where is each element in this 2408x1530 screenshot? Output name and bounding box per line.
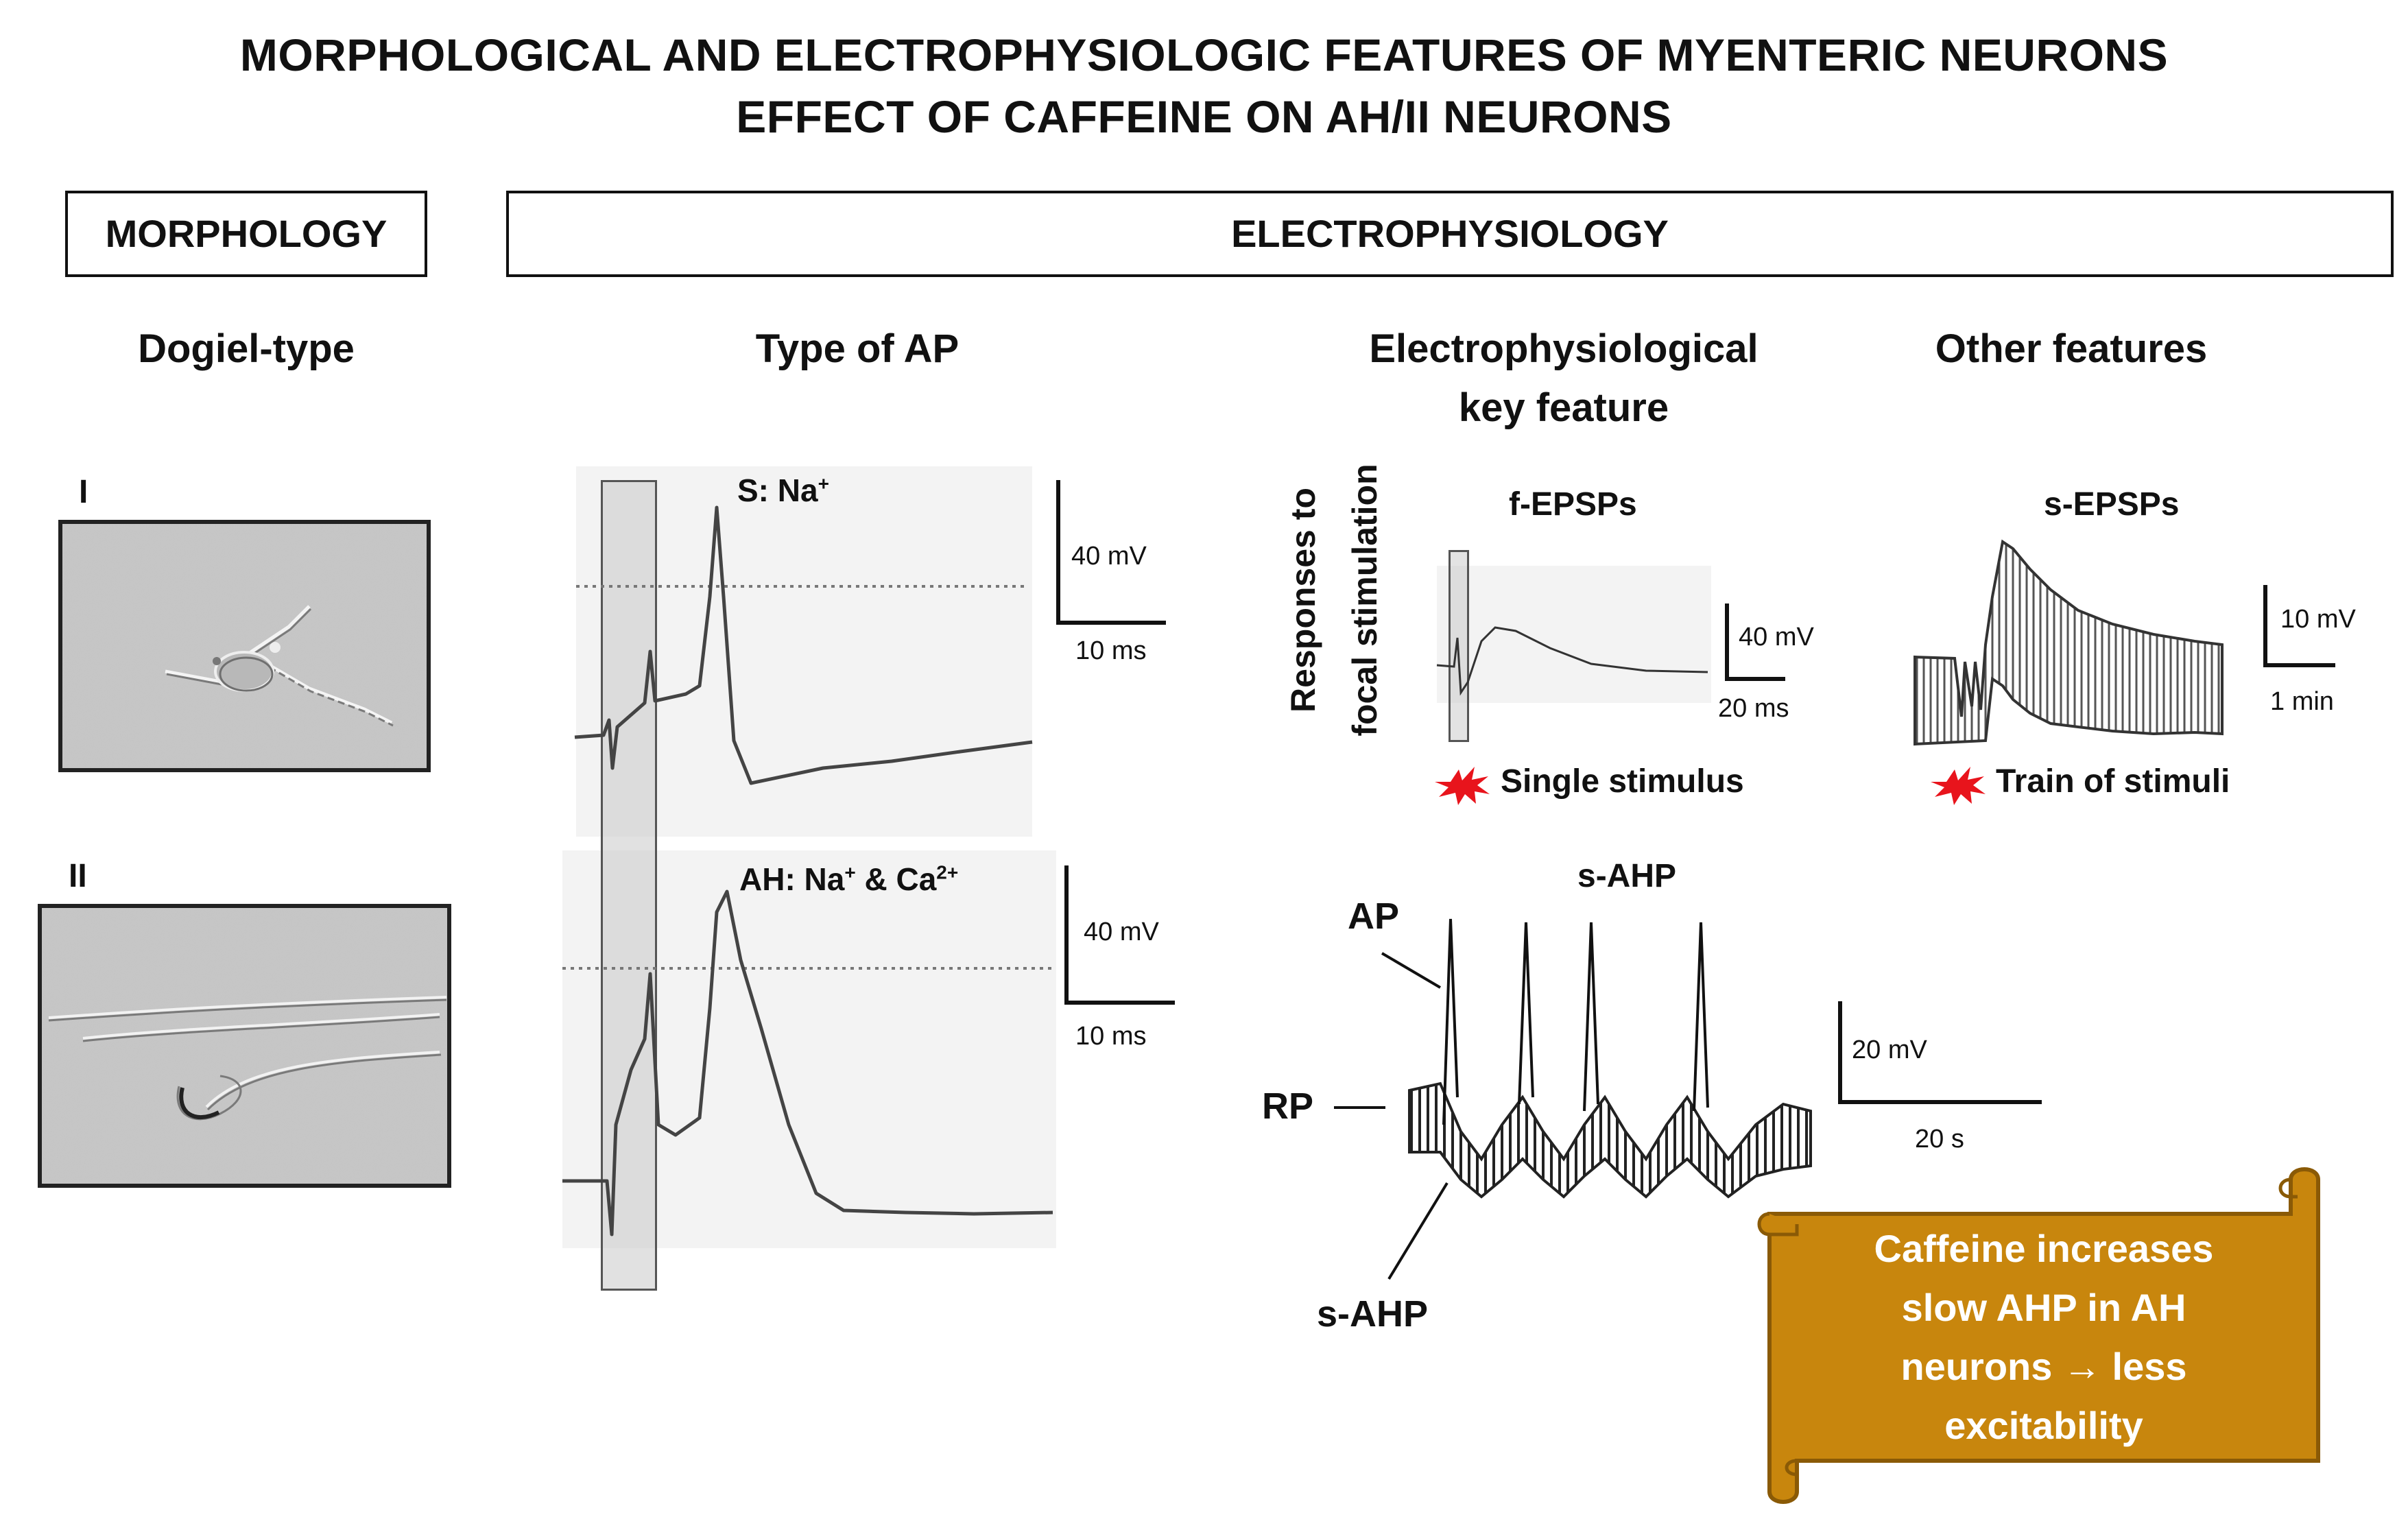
single-stimulus-star bbox=[1435, 767, 1490, 805]
dogiel-type-i-label: I bbox=[79, 474, 88, 510]
fepsp-trace bbox=[1436, 626, 1708, 696]
train-of-stimuli-label: Train of stimuli bbox=[1996, 763, 2230, 800]
stimulus-artifact-box bbox=[601, 480, 657, 1291]
type-of-ap-header: Type of AP bbox=[755, 326, 959, 371]
sahp-bottom-label: s-AHP bbox=[1317, 1293, 1429, 1335]
sahp-pointer bbox=[1387, 1182, 1449, 1280]
single-stimulus-label: Single stimulus bbox=[1501, 763, 1744, 800]
dogiel-type-i-image bbox=[58, 520, 431, 772]
key-feature-header-line2: key feature bbox=[1458, 385, 1669, 430]
sepsp-time-label: 1 min bbox=[2270, 687, 2334, 716]
ap-label: AP bbox=[1348, 896, 1400, 937]
train-of-stimuli-star bbox=[1931, 767, 1986, 805]
sahp-spike-1 bbox=[1442, 918, 1459, 1125]
key-feature-header-line1: Electrophysiological bbox=[1369, 326, 1759, 371]
ah-neuron-label: AH: Na+ & Ca2+ bbox=[739, 861, 959, 897]
sahp-scale-bar bbox=[1838, 1001, 2042, 1104]
dogiel-type-header: Dogiel-type bbox=[138, 326, 355, 371]
electrophysiology-header: ELECTROPHYSIOLOGY bbox=[506, 191, 2394, 277]
ah-trace-ms-label: 10 ms bbox=[1075, 1022, 1147, 1051]
dogiel-type-ii-label: II bbox=[69, 858, 87, 894]
sepsp-title: s-EPSPs bbox=[2044, 486, 2180, 523]
sahp-spike-2 bbox=[1518, 922, 1534, 1105]
sahp-band bbox=[1408, 1081, 1812, 1199]
fepsp-title: f-EPSPs bbox=[1509, 486, 1637, 523]
sahp-spike-3 bbox=[1583, 922, 1599, 1112]
fepsp-mv-label: 40 mV bbox=[1739, 623, 1814, 652]
figure-title-line2: EFFECT OF CAFFEINE ON AH/II NEURONS bbox=[736, 91, 1672, 142]
figure-title-line1: MORPHOLOGICAL AND ELECTROPHYSIOLOGIC FEA… bbox=[239, 29, 2169, 80]
callout-text: Caffeine increases slow AHP in AH neuron… bbox=[1874, 1227, 2214, 1447]
rp-label: RP bbox=[1262, 1086, 1314, 1127]
fepsp-ms-label: 20 ms bbox=[1718, 694, 1789, 723]
sahp-spike-4 bbox=[1693, 922, 1709, 1112]
s-trace-mv-label: 40 mV bbox=[1071, 542, 1147, 571]
ah-trace-mv-label: 40 mV bbox=[1084, 918, 1159, 946]
other-features-header: Other features bbox=[1935, 326, 2208, 371]
morphology-header: MORPHOLOGY bbox=[65, 191, 427, 277]
s-neuron-ap-trace bbox=[574, 505, 1033, 785]
caffeine-callout-scroll bbox=[1757, 1167, 2320, 1504]
sahp-s-label: 20 s bbox=[1915, 1125, 1964, 1154]
dogiel-type-ii-image bbox=[38, 904, 451, 1188]
s-trace-scale-bar bbox=[1056, 480, 1166, 625]
sahp-title: s-AHP bbox=[1577, 858, 1677, 894]
sepsp-mv-label: 10 mV bbox=[2280, 605, 2356, 634]
ap-pointer bbox=[1381, 952, 1442, 989]
ah-neuron-ap-trace bbox=[562, 889, 1053, 1236]
sahp-mv-label: 20 mV bbox=[1852, 1036, 1927, 1064]
sepsp-trace bbox=[1914, 539, 2224, 746]
fepsp-trace-panel bbox=[1437, 566, 1711, 703]
fepsp-artifact-box bbox=[1449, 550, 1469, 742]
ah-trace-scale-bar bbox=[1064, 865, 1175, 1005]
s-neuron-label: S: Na+ bbox=[737, 473, 829, 508]
sepsp-scale-bar bbox=[2263, 585, 2335, 667]
fepsp-scale-bar bbox=[1725, 603, 1785, 681]
s-trace-ms-label: 10 ms bbox=[1075, 636, 1147, 665]
